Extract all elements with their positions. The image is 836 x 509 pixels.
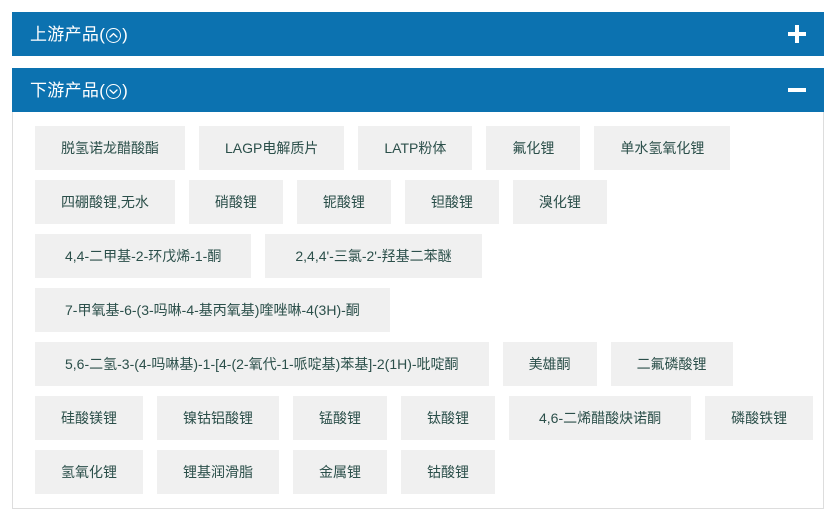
product-tag[interactable]: 镍钴铝酸锂 [157,396,279,440]
open-paren: ( [99,24,106,44]
close-paren: ) [122,24,129,44]
product-tag[interactable]: 美雄酮 [502,342,597,386]
downstream-panel-title: 下游产品 ( ) [30,82,128,99]
product-tag[interactable]: 溴化锂 [512,180,607,224]
product-tag[interactable]: 7-甲氧基-6-(3-吗啉-4-基丙氧基)喹唑啉-4(3H)-酮 [35,288,390,332]
downstream-products-panel: 下游产品 ( ) 脱氢诺龙醋酸酯 LAGP电解质片 LATP粉体氟化锂单水氢氧化锂四… [12,68,824,509]
plus-vertical-bar [795,25,799,43]
product-tag[interactable]: 锰酸锂 [293,396,387,440]
chevron-up-circle-icon [106,27,122,43]
product-tag[interactable]: 磷酸铁锂 [705,396,814,440]
product-tag[interactable]: 钴酸锂 [401,450,495,494]
tag-row: 7-甲氧基-6-(3-吗啉-4-基丙氧基)喹唑啉-4(3H)-酮 [35,288,813,332]
tag-row: 4,4-二甲基-2-环戊烯-1-酮 2,4,4'-三氯-2'-羟基二苯醚 [35,234,813,278]
plus-icon[interactable] [788,25,806,43]
product-tag[interactable]: 锂基润滑脂 [157,450,279,494]
upstream-chevron-group: ( ) [99,26,128,43]
upstream-panel-header[interactable]: 上游产品 ( ) [12,12,824,56]
tag-row: 四硼酸锂,无水硝酸锂铌酸锂钽酸锂溴化锂 [35,180,813,224]
product-tag[interactable]: 钛酸锂 [401,396,495,440]
upstream-products-panel: 上游产品 ( ) [12,12,824,56]
product-tag[interactable]: 单水氢氧化锂 [594,126,731,170]
product-tag[interactable]: 氟化锂 [486,126,581,170]
product-tag[interactable]: 4,6-二烯醋酸炔诺酮 [509,396,692,440]
product-tag[interactable]: 4,4-二甲基-2-环戊烯-1-酮 [35,234,252,278]
product-tag[interactable]: LAGP电解质片 [199,126,345,170]
open-paren: ( [99,80,106,100]
product-tag[interactable]: 铌酸锂 [296,180,391,224]
downstream-panel-header[interactable]: 下游产品 ( ) [12,68,824,112]
downstream-product-tag-list: 脱氢诺龙醋酸酯 LAGP电解质片 LATP粉体氟化锂单水氢氧化锂四硼酸锂,无水硝酸锂… [35,126,814,494]
upstream-panel-title: 上游产品 ( ) [30,26,128,43]
product-tag[interactable]: 硝酸锂 [188,180,283,224]
product-tag[interactable]: 脱氢诺龙醋酸酯 [35,126,185,170]
tag-row: 氢氧化锂锂基润滑脂金属锂钴酸锂 [35,450,813,494]
tag-row: 脱氢诺龙醋酸酯 LAGP电解质片 LATP粉体氟化锂单水氢氧化锂 [35,126,813,170]
product-tag[interactable]: 二氟磷酸锂 [610,342,733,386]
downstream-title-text: 下游产品 [30,80,100,100]
upstream-title-text: 上游产品 [30,24,100,44]
downstream-panel-body: 脱氢诺龙醋酸酯 LAGP电解质片 LATP粉体氟化锂单水氢氧化锂四硼酸锂,无水硝酸锂… [12,112,824,509]
product-tag[interactable]: 四硼酸锂,无水 [35,180,175,224]
product-tag[interactable]: 金属锂 [293,450,387,494]
chevron-down-circle-icon [106,83,122,99]
product-tag[interactable]: 氢氧化锂 [35,450,143,494]
product-tag[interactable]: 2,4,4'-三氯-2'-羟基二苯醚 [265,234,482,278]
product-tag[interactable]: LATP粉体 [358,126,473,170]
minus-icon[interactable] [788,81,806,99]
product-tag[interactable]: 5,6-二氢-3-(4-吗啉基)-1-[4-(2-氧代-1-哌啶基)苯基]-2(… [35,342,489,386]
tag-row: 5,6-二氢-3-(4-吗啉基)-1-[4-(2-氧代-1-哌啶基)苯基]-2(… [35,342,813,386]
tag-row: 硅酸镁锂镍钴铝酸锂锰酸锂钛酸锂 4,6-二烯醋酸炔诺酮磷酸铁锂 [35,396,814,440]
downstream-chevron-group: ( ) [99,82,128,99]
close-paren: ) [122,80,129,100]
product-tag[interactable]: 硅酸镁锂 [35,396,143,440]
minus-horizontal-bar [788,88,806,92]
product-tag[interactable]: 钽酸锂 [404,180,499,224]
